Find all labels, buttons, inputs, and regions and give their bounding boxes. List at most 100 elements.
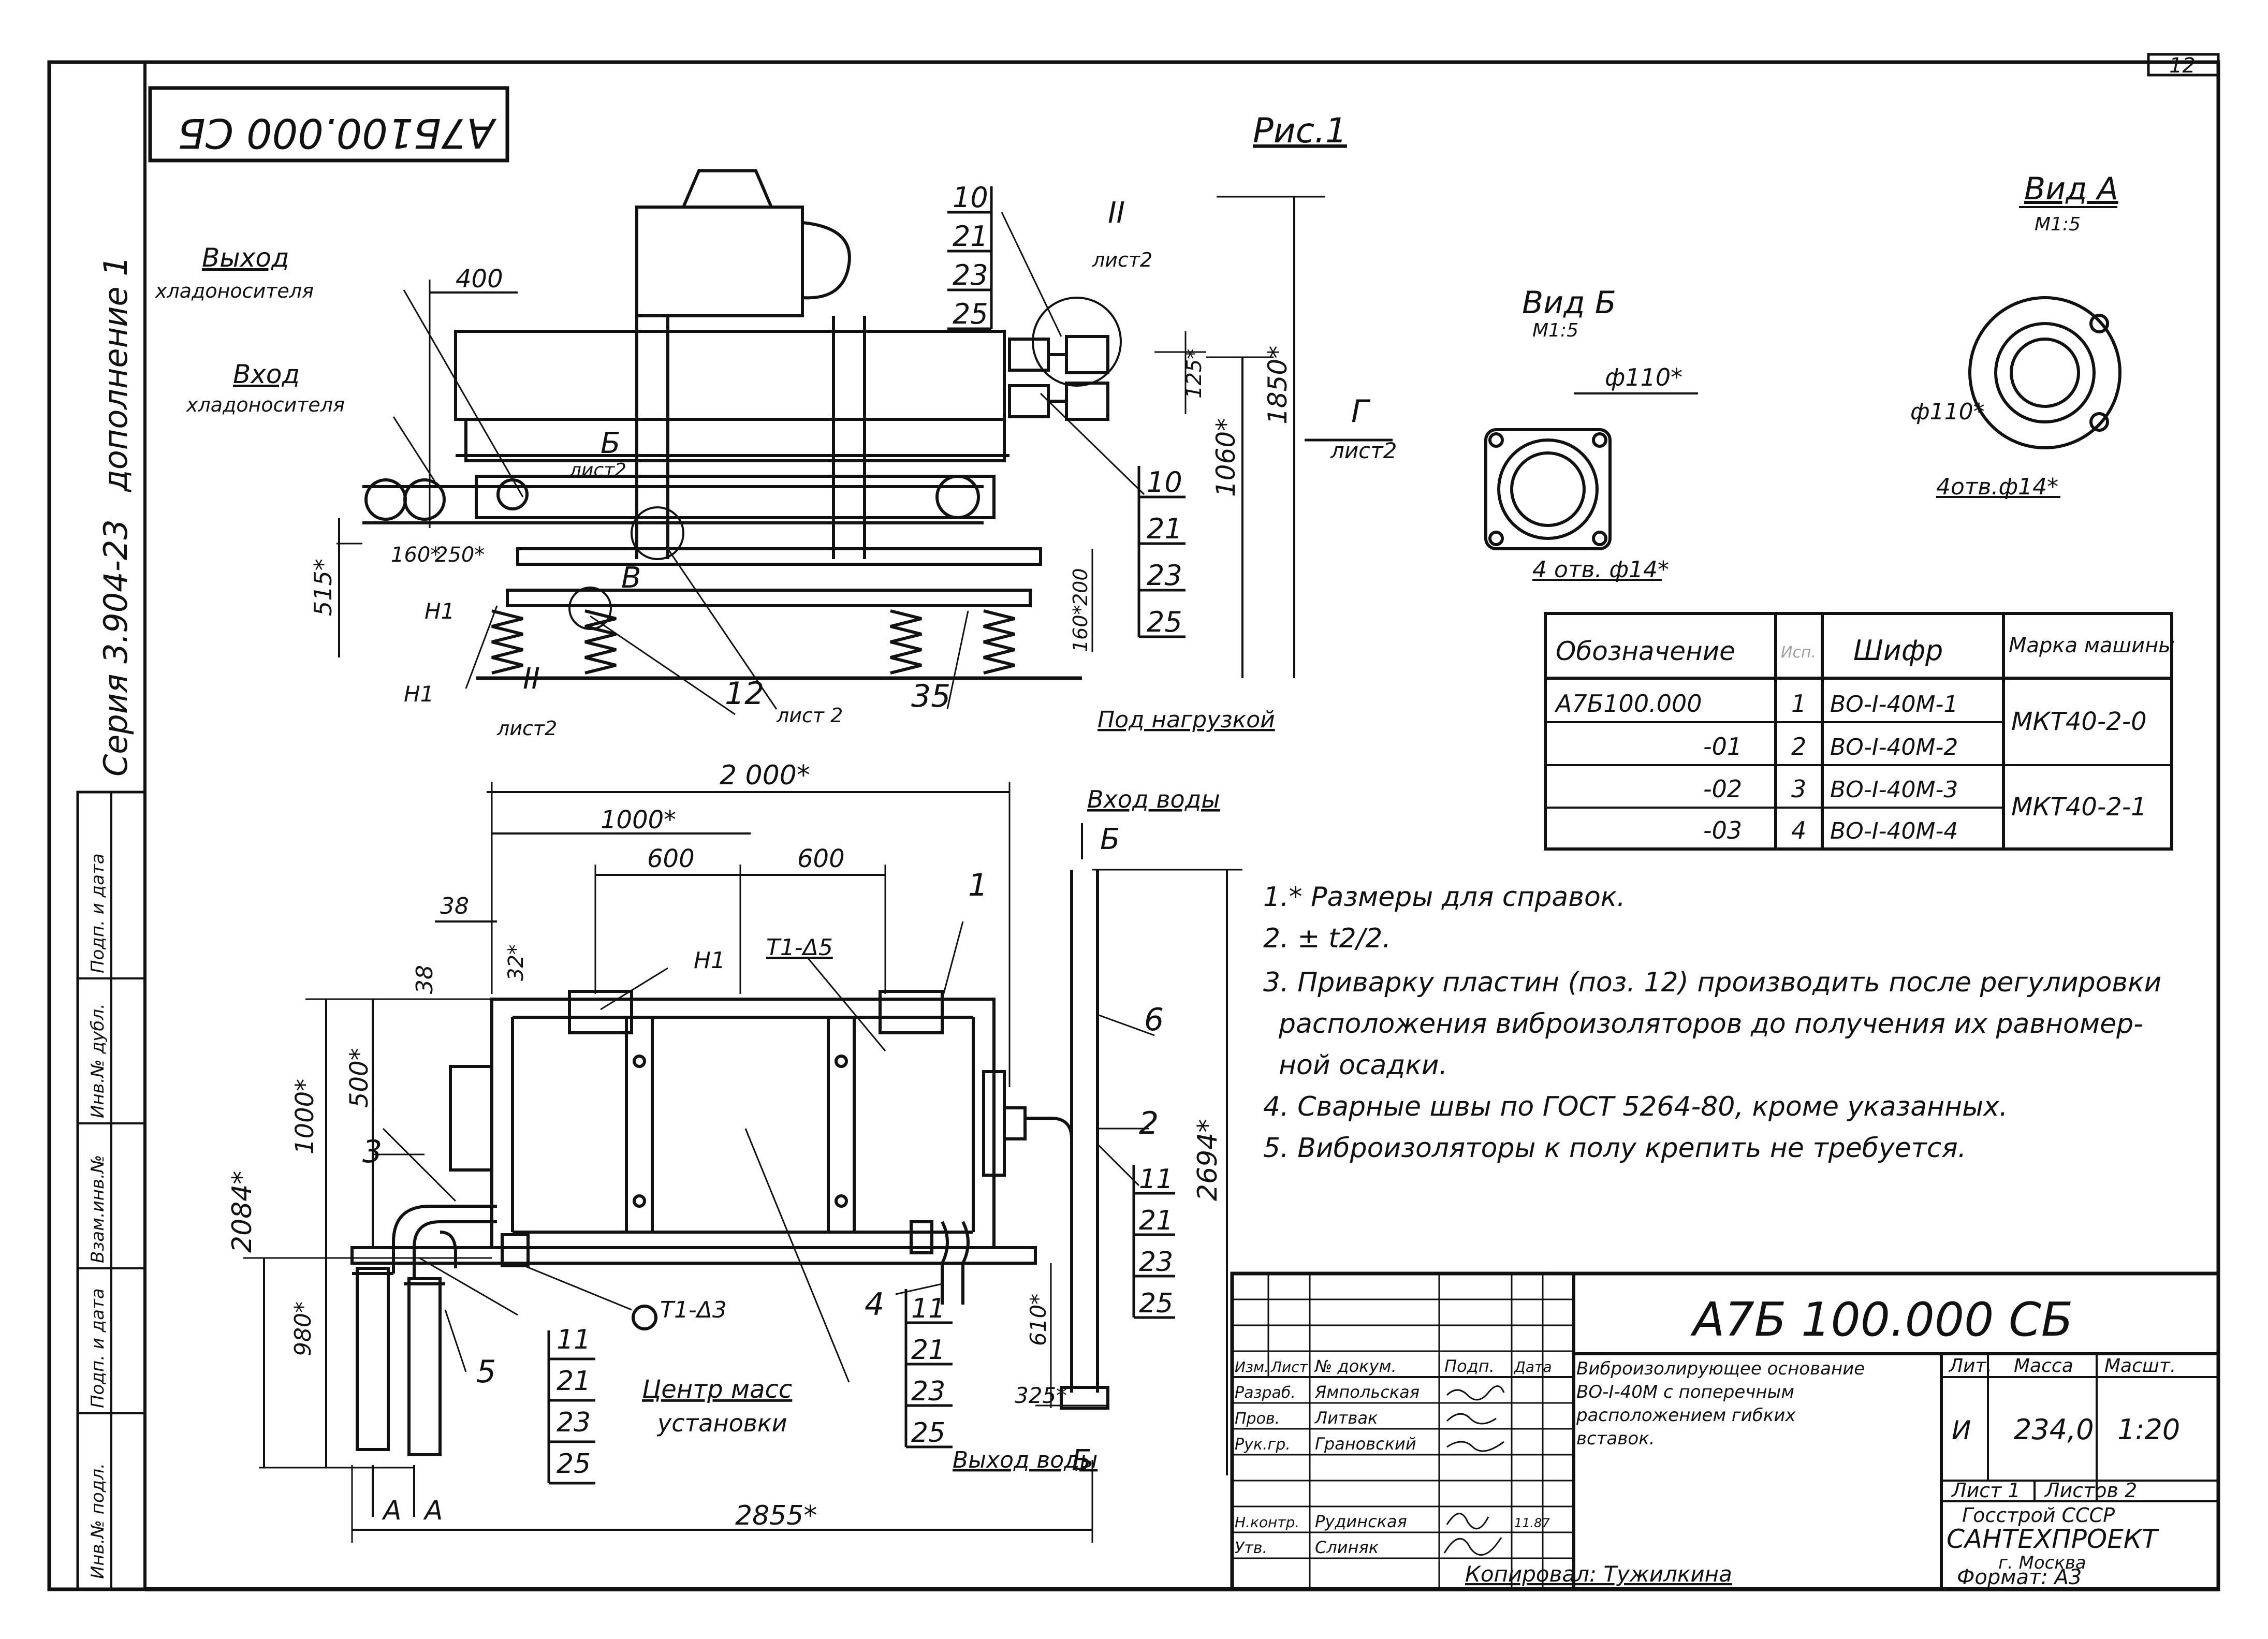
front-stack-mid: 11 21 23 25 (904, 1289, 953, 1448)
spec-header-code: Шифр (1853, 634, 1943, 667)
title-name-3: расположением гибких (1576, 1405, 1796, 1426)
callout-top-21: 21 (953, 220, 988, 253)
title-lit: И (1952, 1415, 1971, 1445)
strip-label-2: Подп. и дата (87, 1288, 108, 1408)
label-h1-front: Н1 (694, 947, 725, 974)
title-org-1: Госстрой СССР (1962, 1504, 2115, 1527)
label-b-bottom: Б (1072, 1444, 1091, 1477)
label-sheet2-a: лист2 (569, 460, 626, 481)
dim-610: 610* (1026, 1294, 1051, 1346)
spring-3 (890, 609, 922, 675)
callout-12: 12 (725, 676, 764, 712)
label-mass-center-2: установки (656, 1409, 787, 1437)
label-arrow-g-sheet: лист2 (1330, 438, 1397, 463)
spec-header-designation: Обозначение (1556, 636, 1735, 666)
spec-machine-1: МКТ40-2-0 (2011, 707, 2147, 736)
label-water-in: Вход воды (1087, 785, 1220, 813)
front-stack-right-21: 21 (1139, 1205, 1173, 1236)
staff-role-3: Рук.гр. (1235, 1436, 1291, 1454)
page-number-box (2147, 53, 2220, 77)
notes: 1.* Размеры для справок. 2. ± t2/2. 3. П… (1263, 882, 2161, 1164)
spec-machine-2: МКТ40-2-1 (2011, 793, 2147, 822)
dim-2000: 2 000* (720, 760, 810, 791)
title-mass: 234,0 (2014, 1413, 2094, 1446)
staff-name-5: Рудинская (1315, 1512, 1407, 1531)
note-3a: 3. Приварку пластин (поз. 12) производит… (1263, 967, 2161, 998)
left-strip-labels: Инв.№ подл. Подп. и дата Взам.инв.№ Инв.… (87, 853, 108, 1579)
spec-rows: А7Б100.000 1 ВО-I-40М-1 -01 2 ВО-I-40М-2… (1554, 690, 2147, 844)
callout-front-6: 6 (1144, 1002, 1164, 1038)
spec-row-1-variant: 1 (1791, 690, 1806, 718)
spec-table (1544, 612, 2173, 851)
title-col-izm: Изм. (1235, 1358, 1269, 1375)
label-h1-b: Н1 (404, 681, 434, 707)
dim-1060: 1060* (1211, 418, 1241, 497)
title-sheet: Лист 1 (1951, 1479, 2021, 1502)
label-sheet2-c: лист2 (496, 717, 557, 740)
callout-stack-right: 10 21 23 25 (1137, 466, 1186, 638)
title-sheets: Листов 2 (2044, 1479, 2137, 1502)
title-col-doc: № докум. (1314, 1356, 1397, 1376)
side-label-supplement: дополнение 1 (97, 256, 135, 492)
spec-row-3-variant: 3 (1791, 775, 1806, 803)
front-stack-mid-23: 23 (911, 1376, 945, 1407)
callout-top-23: 23 (953, 259, 988, 291)
staff-role-1: Разраб. (1235, 1384, 1296, 1402)
label-outlet: Выход (202, 243, 289, 273)
label-h1-a: Н1 (425, 598, 455, 624)
title-col-date: Дата (1513, 1358, 1552, 1375)
spring-2 (584, 609, 617, 675)
front-stack-right-23: 23 (1139, 1247, 1173, 1278)
title-lit-header: Лит. (1948, 1355, 1992, 1377)
view-a-scale: М1:5 (2035, 214, 2081, 235)
title-designation: А7Б 100.000 СБ (1690, 1293, 2073, 1347)
label-inlet: Вход (233, 359, 300, 389)
callout-right-25: 25 (1147, 606, 1182, 638)
title-mass-header: Масса (2014, 1355, 2073, 1377)
spec-row-2-code: ВО-I-40М-2 (1830, 734, 1958, 760)
motor-body (635, 206, 804, 317)
title-scale: 1:20 (2117, 1413, 2180, 1446)
staff-name-6: Слиняк (1315, 1538, 1379, 1557)
dim-250: 250* (435, 543, 485, 567)
dim-400: 400 (456, 265, 503, 294)
callout-stack-top: 10 21 23 25 (947, 181, 993, 330)
staff-name-3: Грановский (1315, 1434, 1416, 1454)
view-b-title: Вид Б (1522, 285, 1616, 321)
note-3c: ной осадки. (1279, 1050, 1447, 1081)
dim-38b: 38 (412, 965, 438, 994)
note-2: 2. ± t2/2. (1263, 923, 1391, 954)
front-stack-right-25: 25 (1139, 1288, 1173, 1319)
spec-row-1-designation: А7Б100.000 (1554, 690, 1702, 718)
spring-1 (491, 609, 523, 675)
top-view (336, 169, 1393, 715)
dim-160b: 160* (1069, 605, 1092, 652)
title-block (1230, 1271, 2220, 1591)
front-stack-mid-11: 11 (911, 1293, 945, 1324)
dim-2855: 2855* (735, 1500, 817, 1531)
callout-right-21: 21 (1147, 513, 1182, 545)
title-name-2: ВО-I-40М с поперечным (1576, 1382, 1794, 1402)
dim-500: 500* (345, 1048, 374, 1108)
label-arrow-g: Г (1351, 393, 1371, 430)
label-water-out: Выход воды (953, 1447, 1098, 1473)
dim-600a: 600 (647, 844, 695, 873)
label-sheet2-b: лист2 (1092, 248, 1152, 271)
title-org-2: САНТЕХПРОЕКТ (1947, 1524, 2159, 1554)
figure-label: Рис.1 (1253, 111, 1347, 151)
label-inlet-sub: хладоносителя (186, 393, 345, 416)
dim-2694: 2694* (1192, 1119, 1223, 1201)
note-5: 5. Виброизоляторы к полу крепить не треб… (1263, 1133, 1966, 1164)
front-stack-mid-25: 25 (911, 1417, 945, 1448)
front-stack-mid-21: 21 (911, 1335, 945, 1366)
staff-name-2: Литвак (1314, 1408, 1378, 1428)
title-col-list: Лист (1270, 1358, 1308, 1375)
spec-row-4-designation: -03 (1703, 816, 1742, 844)
title-name-1: Виброизолирующее основание (1576, 1358, 1865, 1379)
callout-right-10: 10 (1147, 466, 1182, 499)
dim-1000v: 1000* (290, 1079, 319, 1154)
spec-row-1-code: ВО-I-40М-1 (1830, 691, 1958, 718)
view-a-holes: 4отв.ф14* (1936, 474, 2058, 500)
strip-label-1: Инв.№ подл. (87, 1463, 108, 1579)
dim-32: 32* (504, 944, 528, 981)
